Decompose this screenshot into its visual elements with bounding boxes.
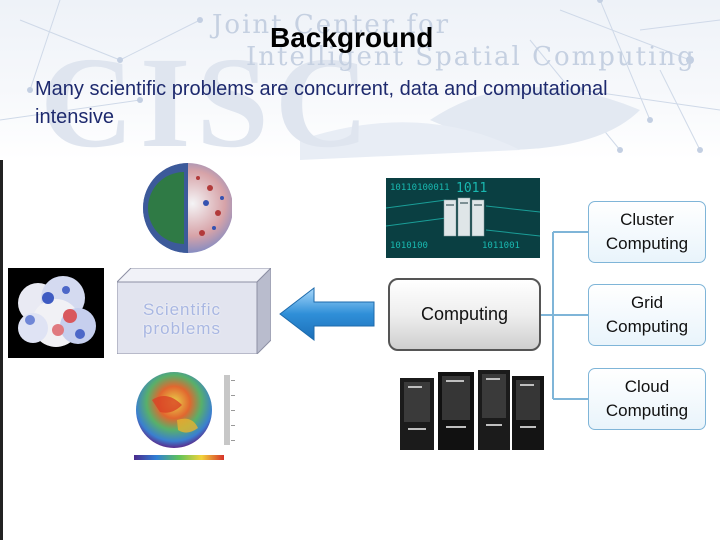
svg-text:1011001: 1011001 bbox=[482, 241, 520, 251]
computing-node: Computing bbox=[388, 278, 541, 351]
left-arrow-icon bbox=[279, 286, 375, 342]
tower-servers-image bbox=[400, 370, 544, 450]
slide-subtitle: Many scientific problems are concurrent,… bbox=[35, 78, 608, 128]
network-graphic bbox=[0, 0, 720, 160]
svg-text:1011: 1011 bbox=[456, 181, 487, 196]
svg-text:10110100011: 10110100011 bbox=[390, 183, 450, 193]
left-divider bbox=[0, 160, 3, 540]
slide-title: Background bbox=[270, 22, 434, 53]
header-banner: CISC Joint Center for Intelligent Spatia… bbox=[0, 0, 720, 160]
earth-climate-image bbox=[134, 372, 235, 460]
scientific-problems-label: Scientific problems bbox=[142, 300, 222, 338]
virus-capsid-image bbox=[143, 163, 232, 253]
svg-text:1010100: 1010100 bbox=[390, 241, 428, 251]
scientific-problems-box bbox=[117, 268, 271, 354]
banner-org-line2: Intelligent Spatial Computing bbox=[246, 42, 696, 72]
cluster-computing-node: Cluster Computing bbox=[588, 201, 706, 263]
banner-org-line1: Joint Center for bbox=[212, 10, 451, 40]
cloud-computing-node: Cloud Computing bbox=[588, 368, 706, 430]
grid-computing-node: Grid Computing bbox=[588, 284, 706, 346]
banner-logo-watermark: CISC bbox=[40, 31, 375, 160]
protein-molecule-image bbox=[8, 268, 104, 358]
binary-server-image: 10110100011 1011 1010100 1011001 bbox=[386, 178, 540, 258]
